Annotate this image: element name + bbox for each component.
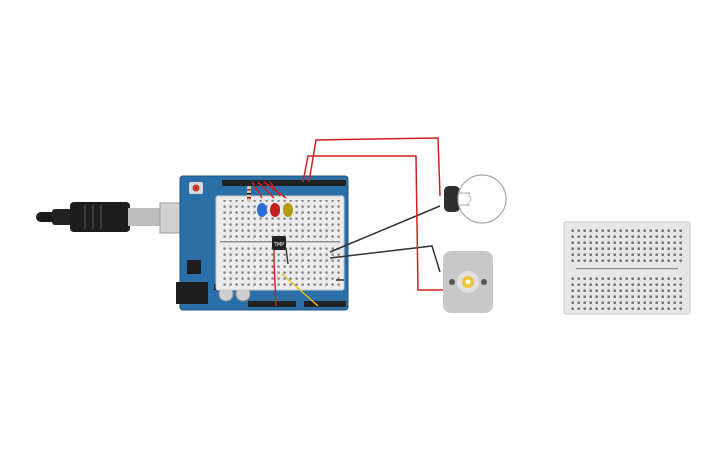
light-bulb[interactable] <box>444 174 507 224</box>
usb-cable[interactable] <box>36 202 195 234</box>
temperature-sensor[interactable]: TMP <box>272 236 286 250</box>
power-header[interactable] <box>248 301 296 307</box>
digital-header[interactable] <box>222 180 346 186</box>
analog-header[interactable] <box>304 301 346 307</box>
sensor-wires <box>273 247 319 307</box>
led-yellow[interactable] <box>283 203 293 217</box>
led-blue[interactable] <box>257 203 267 217</box>
dc-motor[interactable] <box>443 251 493 313</box>
sensor-label: TMP <box>273 242 284 248</box>
power-wires <box>302 137 444 291</box>
resistor[interactable] <box>247 186 251 202</box>
led-red[interactable] <box>270 203 280 217</box>
voltage-regulator <box>187 260 201 274</box>
led-wires <box>251 181 287 199</box>
ground-wires <box>329 205 441 281</box>
power-jack <box>176 282 208 304</box>
standalone-breadboard[interactable] <box>563 221 691 315</box>
